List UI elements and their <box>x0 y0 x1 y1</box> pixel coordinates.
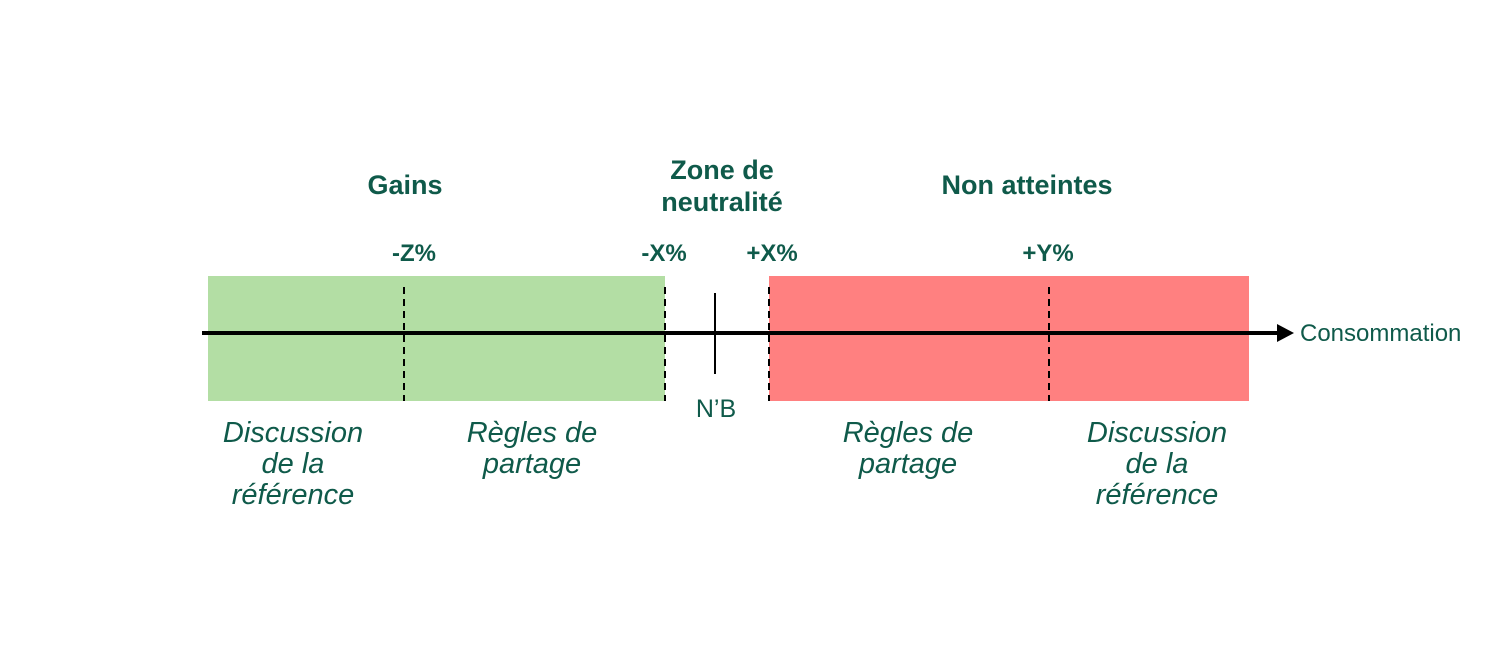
minus-x-label: -X% <box>641 240 687 267</box>
not-reached-heading: Non atteintes <box>941 170 1113 200</box>
loss-outer-zone-text: Discussion de la référence <box>1086 417 1228 511</box>
axis-arrowhead-icon <box>1277 324 1294 342</box>
gains-inner-zone-text: Règles de partage <box>466 417 598 480</box>
plus-y-label: +Y% <box>1022 240 1074 267</box>
gains-band <box>208 276 665 401</box>
neutral-zone-heading: Zone de neutralité <box>661 155 783 217</box>
baseline-label: N’B <box>695 395 737 423</box>
gains-heading: Gains <box>367 170 443 200</box>
not-reached-band <box>769 276 1249 401</box>
loss-inner-zone-text: Règles de partage <box>842 417 974 480</box>
plus-x-label: +X% <box>746 240 798 267</box>
gains-outer-zone-text: Discussion de la référence <box>222 417 364 511</box>
axis-label: Consommation <box>1300 320 1462 347</box>
minus-z-label: -Z% <box>392 240 436 267</box>
